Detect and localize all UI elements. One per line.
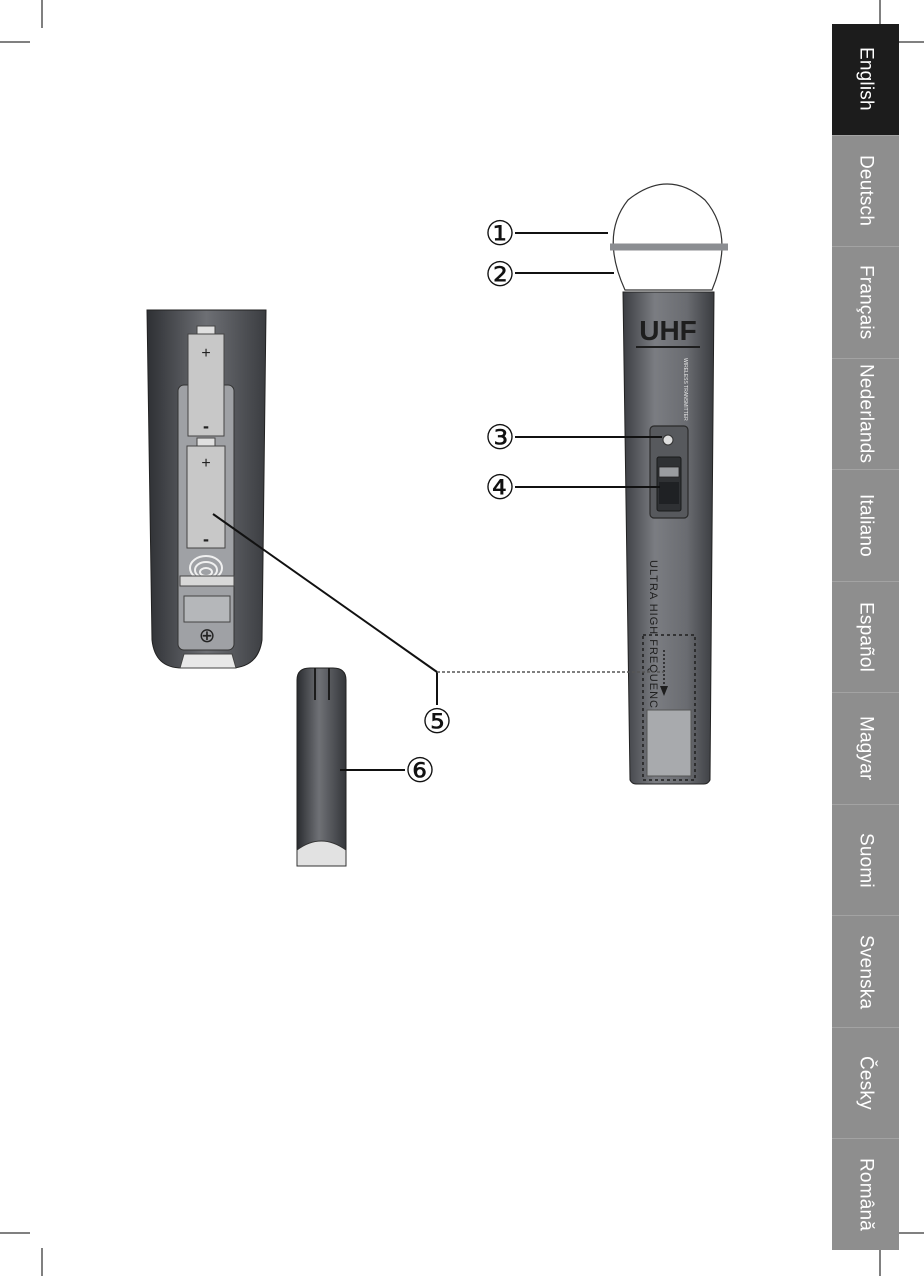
- ground-symbol: ⊕: [199, 623, 216, 647]
- callout-5: ⑤: [422, 702, 452, 742]
- lang-tab-espanol[interactable]: Español: [832, 582, 899, 694]
- indicator-led: [663, 435, 673, 445]
- battery-minus-label: -: [203, 416, 209, 436]
- lang-tab-label: Suomi: [855, 833, 877, 888]
- battery-cover: [297, 668, 346, 866]
- battery-compartment: + - + - ⊕: [147, 310, 266, 668]
- callout-3: ③: [485, 418, 515, 458]
- lang-tab-svenska[interactable]: Svenska: [832, 916, 899, 1028]
- microphone-grille: [613, 184, 722, 290]
- lang-tab-romana[interactable]: Română: [832, 1139, 899, 1250]
- lang-tab-deutsch[interactable]: Deutsch: [832, 136, 899, 248]
- microphone-illustration: + - + - ⊕: [0, 0, 830, 900]
- frequency-label: ULTRA HIGH FREQUENCY: [647, 560, 659, 717]
- transmitter-label: WIRELESS TRANSMITTER: [682, 358, 688, 421]
- lang-tab-label: Deutsch: [855, 155, 877, 226]
- callout-1: ①: [485, 214, 515, 254]
- battery-plus-label: +: [201, 455, 210, 472]
- lang-tab-italiano[interactable]: Italiano: [832, 470, 899, 582]
- leader-lines: [213, 233, 662, 770]
- lang-tab-label: Français: [855, 265, 877, 339]
- lang-tab-label: Italiano: [855, 494, 877, 557]
- lang-tab-label: Svenska: [855, 935, 877, 1009]
- language-tabs: English Deutsch Français Nederlands Ital…: [832, 24, 899, 1250]
- lang-tab-english[interactable]: English: [832, 24, 899, 136]
- lang-tab-label: Nederlands: [855, 364, 877, 463]
- lang-tab-magyar[interactable]: Magyar: [832, 693, 899, 805]
- brand-label: UHF: [639, 315, 697, 346]
- callout-2: ②: [485, 255, 515, 295]
- lang-tab-label: Magyar: [855, 716, 877, 781]
- callout-6: ⑥: [405, 751, 435, 791]
- callout-4: ④: [485, 468, 515, 508]
- battery-plus-label: +: [201, 345, 210, 362]
- battery-minus-label: -: [203, 529, 209, 549]
- lang-tab-label: Español: [855, 602, 877, 672]
- lang-tab-cesky[interactable]: Česky: [832, 1028, 899, 1140]
- lang-tab-label: Česky: [855, 1056, 877, 1110]
- lang-tab-nederlands[interactable]: Nederlands: [832, 359, 899, 471]
- lang-tab-suomi[interactable]: Suomi: [832, 805, 899, 917]
- lang-tab-label: Română: [855, 1158, 877, 1231]
- lang-tab-francais[interactable]: Français: [832, 247, 899, 359]
- microphone-body: UHF WIRELESS TRANSMITTER ULTRA HIGH FREQ…: [610, 184, 728, 784]
- lang-tab-label: English: [855, 47, 877, 111]
